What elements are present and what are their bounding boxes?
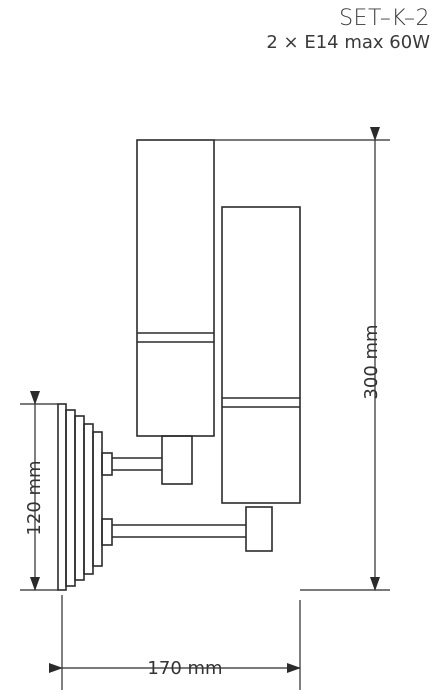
left-lamp-shade [136, 139, 215, 437]
wall-backplate [57, 403, 103, 591]
width-label: 170 mm [147, 658, 222, 679]
dimension-height-backplate [20, 391, 58, 591]
height-total-label: 300 mm [361, 324, 382, 399]
dimension-height-total [214, 127, 390, 591]
right-lamp-shade [221, 206, 301, 504]
bulb-spec: 2 × E14 max 60W [266, 32, 430, 53]
product-header: SET–K–2 2 × E14 max 60W [266, 8, 430, 52]
height-backplate-label: 120 mm [24, 460, 45, 535]
dimension-width [49, 595, 301, 690]
upper-arm [101, 435, 193, 485]
model-code: SET–K–2 [339, 6, 430, 31]
lower-arm [101, 506, 273, 552]
